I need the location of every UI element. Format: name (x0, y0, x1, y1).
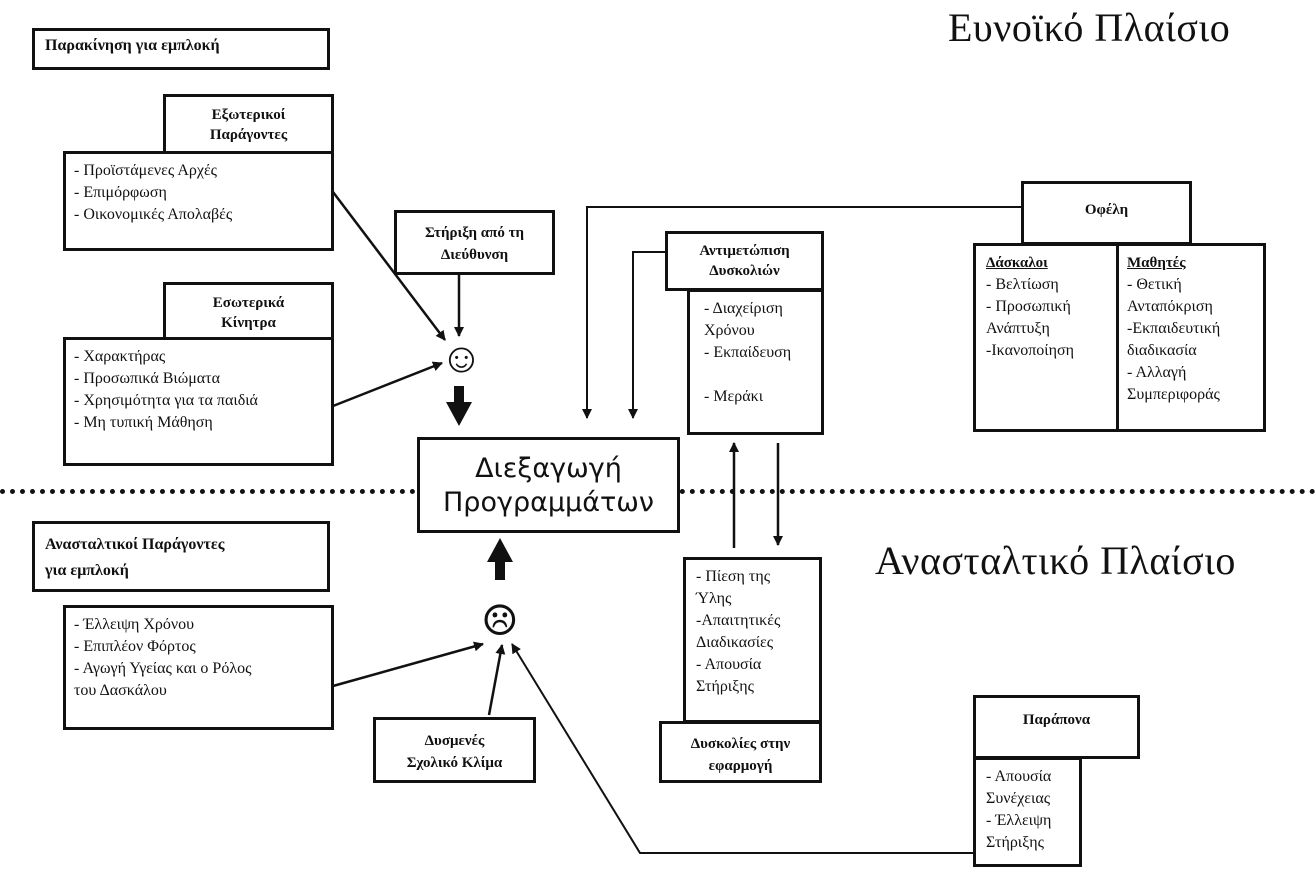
external-header-line1: Εξωτερικοί (211, 107, 286, 123)
inhibiting-context-title: Ανασταλτικό Πλαίσιο (875, 538, 1236, 583)
climate-line2: Σχολικό Κλίμα (406, 755, 503, 771)
arrow-inhibitors-to-sad (332, 641, 484, 688)
list-item: - Μη τυπική Μάθηση (74, 414, 213, 431)
list-item: - Χρησιμότητα για τα παιδιά (74, 392, 258, 409)
motivation-label-text: Παρακίνηση για εμπλοκή (45, 37, 220, 54)
list-item: - Επιμόρφωση (74, 184, 167, 201)
arrow-climate-to-sad (487, 644, 506, 716)
benefits-header: Οφέλη (1021, 181, 1192, 245)
internal-motives-header: Εσωτερικά Κίνητρα (163, 282, 334, 340)
difficulties-header-line2: εφαρμογή (708, 758, 773, 774)
list-item: - Έλλειψη Χρόνου (74, 616, 195, 633)
complaints-header: Παράπονα (973, 695, 1140, 759)
external-factors-header: Εξωτερικοί Παράγοντες (163, 94, 334, 154)
list-item: Συμπεριφοράς (1127, 386, 1220, 403)
list-item: - Διαχείριση (704, 300, 783, 317)
arrow-happy-to-center-head (446, 402, 472, 426)
list-item: Ανταπόκριση (1127, 298, 1213, 315)
teachers-header: Δάσκαλοι (986, 255, 1048, 271)
arrow-benefits-to-center (582, 206, 1022, 419)
internal-header-line1: Εσωτερικά (212, 295, 285, 311)
difficulties-header: Δυσκολίες στην εφαρμογή (659, 721, 822, 783)
list-item: Στήριξης (986, 834, 1044, 851)
complaints-header-text: Παράπονα (1022, 712, 1091, 728)
climate-line1: Δυσμενές (424, 733, 485, 749)
list-item: - Πίεση της (696, 568, 771, 585)
list-item: - Χαρακτήρας (74, 348, 166, 365)
inhibitors-label-line1: Ανασταλτικοί Παράγοντες (45, 536, 225, 553)
students-column: Μαθητές - Θετική Ανταπόκριση -Εκπαιδευτι… (1119, 246, 1264, 406)
list-item: Ύλης (696, 590, 732, 607)
list-item: του Δασκάλου (74, 682, 167, 699)
list-item: -Απαιτητικές (696, 612, 781, 629)
difficulties-header-line1: Δυσκολίες στην (690, 736, 791, 752)
motivation-label: Παρακίνηση για εμπλοκή (32, 28, 330, 70)
list-item: - Αγωγή Υγείας και ο Ρόλος (74, 660, 252, 677)
coping-list: - Διαχείριση Χρόνου - Εκπαίδευση - Μεράκ… (687, 289, 824, 435)
list-item: - Απουσία (696, 656, 762, 673)
external-header-line2: Παράγοντες (209, 127, 288, 143)
arrow-complaints-to-sad (511, 643, 975, 854)
benefits-column-divider (1116, 246, 1119, 429)
support-line1: Στήριξη από τη (424, 225, 525, 241)
coping-header-line1: Αντιμετώπιση (699, 243, 790, 259)
inhibitors-list: - Έλλειψη Χρόνου - Επιπλέον Φόρτος - Αγω… (63, 605, 334, 730)
arrow-coping-to-center (628, 251, 665, 419)
complaints-list: - Απουσία Συνέχειας - Έλλειψη Στήριξης (973, 757, 1082, 867)
conducting-programs-box: Διεξαγωγή Προγραμμάτων (417, 437, 680, 533)
internal-header-line2: Κίνητρα (221, 315, 276, 331)
list-item: - Αλλαγή (1127, 364, 1187, 381)
list-item: - Προϊστάμενες Αρχές (74, 162, 218, 179)
students-header: Μαθητές (1127, 255, 1186, 271)
external-factors-list: - Προϊστάμενες Αρχές - Επιμόρφωση - Οικο… (63, 151, 334, 251)
difficulties-list: - Πίεση της Ύλης -Απαιτητικές Διαδικασίε… (683, 557, 822, 723)
list-item: - Έλλειψη (986, 812, 1052, 829)
list-item: - Προσωπική (986, 298, 1071, 315)
list-item: - Προσωπικά Βιώματα (74, 370, 220, 387)
list-item: -Εκπαιδευτική (1127, 320, 1221, 337)
management-support-box: Στήριξη από τη Διεύθυνση (394, 210, 555, 275)
sad-face-icon: ☹ (481, 599, 519, 645)
favorable-context-title: Ευνοϊκό Πλαίσιο (948, 5, 1231, 50)
happy-face-icon: ☺ (440, 336, 483, 382)
list-item: διαδικασία (1127, 342, 1197, 359)
list-item: Ανάπτυξη (986, 320, 1050, 337)
list-item: -Ικανοποίηση (986, 342, 1074, 359)
inhibitors-label: Ανασταλτικοί Παράγοντες για εμπλοκή (32, 521, 330, 592)
coping-header: Αντιμετώπιση Δυσκολιών (665, 231, 824, 291)
benefits-table: Δάσκαλοι - Βελτίωση - Προσωπική Ανάπτυξη… (973, 243, 1266, 432)
list-item: - Επιπλέον Φόρτος (74, 638, 196, 655)
arrow-sad-to-center-head (487, 538, 513, 562)
list-item: Χρόνου (704, 322, 755, 339)
list-item: Συνέχειας (986, 790, 1051, 807)
list-item: - Οικονομικές Απολαβές (74, 206, 233, 223)
school-climate-box: Δυσμενές Σχολικό Κλίμα (373, 717, 536, 783)
arrow-internal-to-happy (332, 361, 443, 408)
list-item: Διαδικασίες (696, 634, 774, 651)
list-item: - Βελτίωση (986, 276, 1059, 293)
support-line2: Διεύθυνση (440, 247, 509, 263)
inhibitors-label-line2: για εμπλοκή (45, 562, 129, 579)
center-line1: Διεξαγωγή (475, 453, 622, 484)
benefits-header-text: Οφέλη (1084, 202, 1129, 218)
list-item: Στήριξης (696, 678, 754, 695)
coping-header-line2: Δυσκολιών (709, 263, 780, 279)
teachers-column: Δάσκαλοι - Βελτίωση - Προσωπική Ανάπτυξη… (976, 246, 1116, 362)
center-line2: Προγραμμάτων (443, 487, 654, 518)
list-item: - Απουσία (986, 768, 1052, 785)
list-item: - Μεράκι (704, 388, 764, 405)
arrow-external-to-happy (332, 191, 446, 341)
list-item: - Θετική (1127, 276, 1182, 293)
list-item: - Εκπαίδευση (704, 344, 792, 361)
internal-motives-list: - Χαρακτήρας - Προσωπικά Βιώματα - Χρησι… (63, 337, 334, 466)
list-item (704, 364, 813, 386)
